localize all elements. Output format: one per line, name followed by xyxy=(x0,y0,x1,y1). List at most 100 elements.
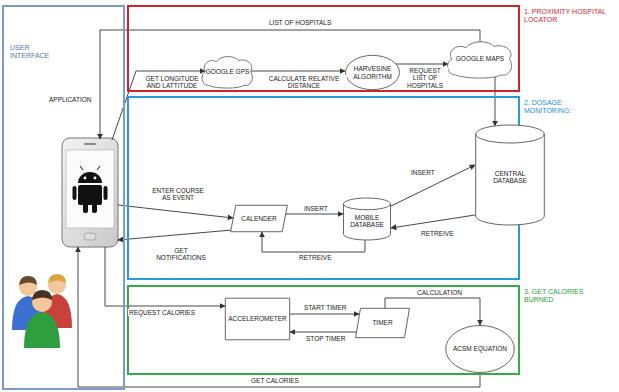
algorithm-circle: HARVESINE ALGORITHM xyxy=(345,55,400,90)
timer-shape: TIMER xyxy=(355,308,410,338)
connector xyxy=(78,247,480,387)
panel-title: USER INTERFACE xyxy=(10,44,70,60)
connector xyxy=(118,205,233,218)
node-text-column: ACSM EQUATION xyxy=(453,345,507,352)
connector xyxy=(100,30,480,139)
connector xyxy=(290,314,359,315)
ellipse-path xyxy=(346,55,400,89)
region-heading: 1. PROXIMITY HOSPITAL LOCATOR xyxy=(524,8,608,24)
connector xyxy=(250,71,345,72)
parallelogram-path xyxy=(231,205,288,231)
node-text-column: HARVESINE ALGORITHM xyxy=(348,65,397,80)
calendar-shape: CALENDER xyxy=(230,205,288,232)
person-hair xyxy=(48,274,66,283)
panel-heading: USER INTERFACE xyxy=(10,44,70,60)
region-heading: 3. GET CALORIES BURNED xyxy=(524,288,608,304)
robot-leg xyxy=(83,203,88,213)
database-cylinder: CENTRAL DATABASE xyxy=(475,125,545,225)
edge-label: INSERT xyxy=(303,205,329,212)
robot-head xyxy=(78,172,102,183)
connector xyxy=(495,76,496,126)
phone-speaker xyxy=(84,143,96,145)
database-cylinder: MOBILE DATABASE xyxy=(343,198,391,240)
people-icon xyxy=(12,274,72,348)
edge-label: GET CALORIES xyxy=(250,377,300,384)
robot-antenna xyxy=(80,166,83,170)
section-title: 2. DOSAGE MONITORING: xyxy=(524,99,608,115)
edge-label: RETREIVE xyxy=(420,230,455,237)
edge-label: REQUEST LIST OF HOSPITALS xyxy=(402,67,448,89)
node-label: GOOGLE GPS xyxy=(206,68,250,75)
cylinder-body xyxy=(343,198,390,240)
section-title: 1. PROXIMITY HOSPITAL LOCATOR xyxy=(524,8,608,24)
robot-body xyxy=(78,185,102,205)
edge-label: CALCULATE RELATIVE DISTANCE xyxy=(261,75,347,90)
connector xyxy=(396,64,448,65)
cylinder-rim xyxy=(476,134,545,143)
robot-eye xyxy=(94,177,97,180)
node-text-wrap: ACSM EQUATION xyxy=(445,325,515,373)
connector xyxy=(391,165,475,206)
node-label: CALENDER xyxy=(241,215,276,222)
node-text-wrap: GOOGLE GPS xyxy=(200,55,255,88)
connector xyxy=(118,230,232,240)
sensor-box: ACCELEROMETER xyxy=(225,298,290,340)
person-hair xyxy=(19,276,37,285)
node-label: HARVESINE ALGORITHM xyxy=(348,65,397,80)
cloud-service: GOOGLE MAPS xyxy=(445,40,515,78)
interface-panel: USER INTERFACE xyxy=(2,5,125,390)
node-text-column: GOOGLE MAPS xyxy=(456,55,504,62)
phone-body xyxy=(62,138,118,247)
connector xyxy=(105,247,225,306)
node-text-wrap: CALENDER xyxy=(230,205,288,232)
edge-label: STOP TIMER xyxy=(305,335,346,342)
node-text-wrap: CENTRAL DATABASE xyxy=(475,125,545,225)
edge-label: GET NOTIFICATIONS xyxy=(148,247,214,262)
edge-label: INSERT xyxy=(410,169,436,176)
rect-path xyxy=(225,298,289,340)
connector xyxy=(290,332,356,333)
edge-label: START TIMER xyxy=(303,304,348,311)
robot-arm xyxy=(104,186,108,200)
cloud-service: GOOGLE GPS xyxy=(200,55,255,88)
robot-arm xyxy=(73,186,77,200)
node-text-column: TIMER xyxy=(372,319,392,326)
cylinder-body xyxy=(476,125,545,225)
phone-screen xyxy=(66,150,114,228)
node-label: ACSM EQUATION xyxy=(453,345,507,352)
edge-label: REQUEST CALORIES xyxy=(128,309,196,316)
equation-circle: ACSM EQUATION xyxy=(445,325,515,373)
node-text-wrap: HARVESINE ALGORITHM xyxy=(345,55,400,90)
phone-home-button xyxy=(84,233,96,240)
android-robot xyxy=(73,166,108,213)
node-label: TIMER xyxy=(372,319,392,326)
parallelogram-path xyxy=(356,308,410,337)
node-text-wrap: TIMER xyxy=(355,308,410,338)
region-heading: 2. DOSAGE MONITORING: xyxy=(524,99,608,115)
robot-eye xyxy=(84,177,87,180)
edge-label: GET LONGITUDE AND LATTITUDE xyxy=(143,75,201,90)
node-label: CENTRAL DATABASE xyxy=(478,170,542,185)
ellipse-path xyxy=(446,325,515,372)
node-label: MOBILE DATABASE xyxy=(346,214,388,229)
cylinder-rim xyxy=(343,204,390,210)
phone-illustration xyxy=(62,138,118,247)
node-text-column: CALENDER xyxy=(241,215,276,222)
node-label: ACCELEROMETER xyxy=(228,315,287,322)
node-text-wrap: MOBILE DATABASE xyxy=(343,198,391,240)
person-hair xyxy=(32,290,52,300)
cloud-path xyxy=(202,57,252,89)
connector xyxy=(112,71,205,140)
free-label: APPLICATION xyxy=(48,96,93,103)
robot-leg xyxy=(92,203,97,213)
edge-label: RETREIVE xyxy=(298,254,333,261)
node-text-wrap: GOOGLE MAPS xyxy=(445,40,515,78)
connector xyxy=(286,214,343,215)
cloud-path xyxy=(448,42,512,78)
node-text-column: ACCELEROMETER xyxy=(228,315,287,322)
node-text-column: GOOGLE GPS xyxy=(206,68,250,75)
region-box: 3. GET CALORIES BURNEDACCELEROMETERTIMER… xyxy=(127,285,520,375)
person-body xyxy=(24,312,60,348)
edge-label: LIST OF HOSPITALS xyxy=(268,19,332,26)
